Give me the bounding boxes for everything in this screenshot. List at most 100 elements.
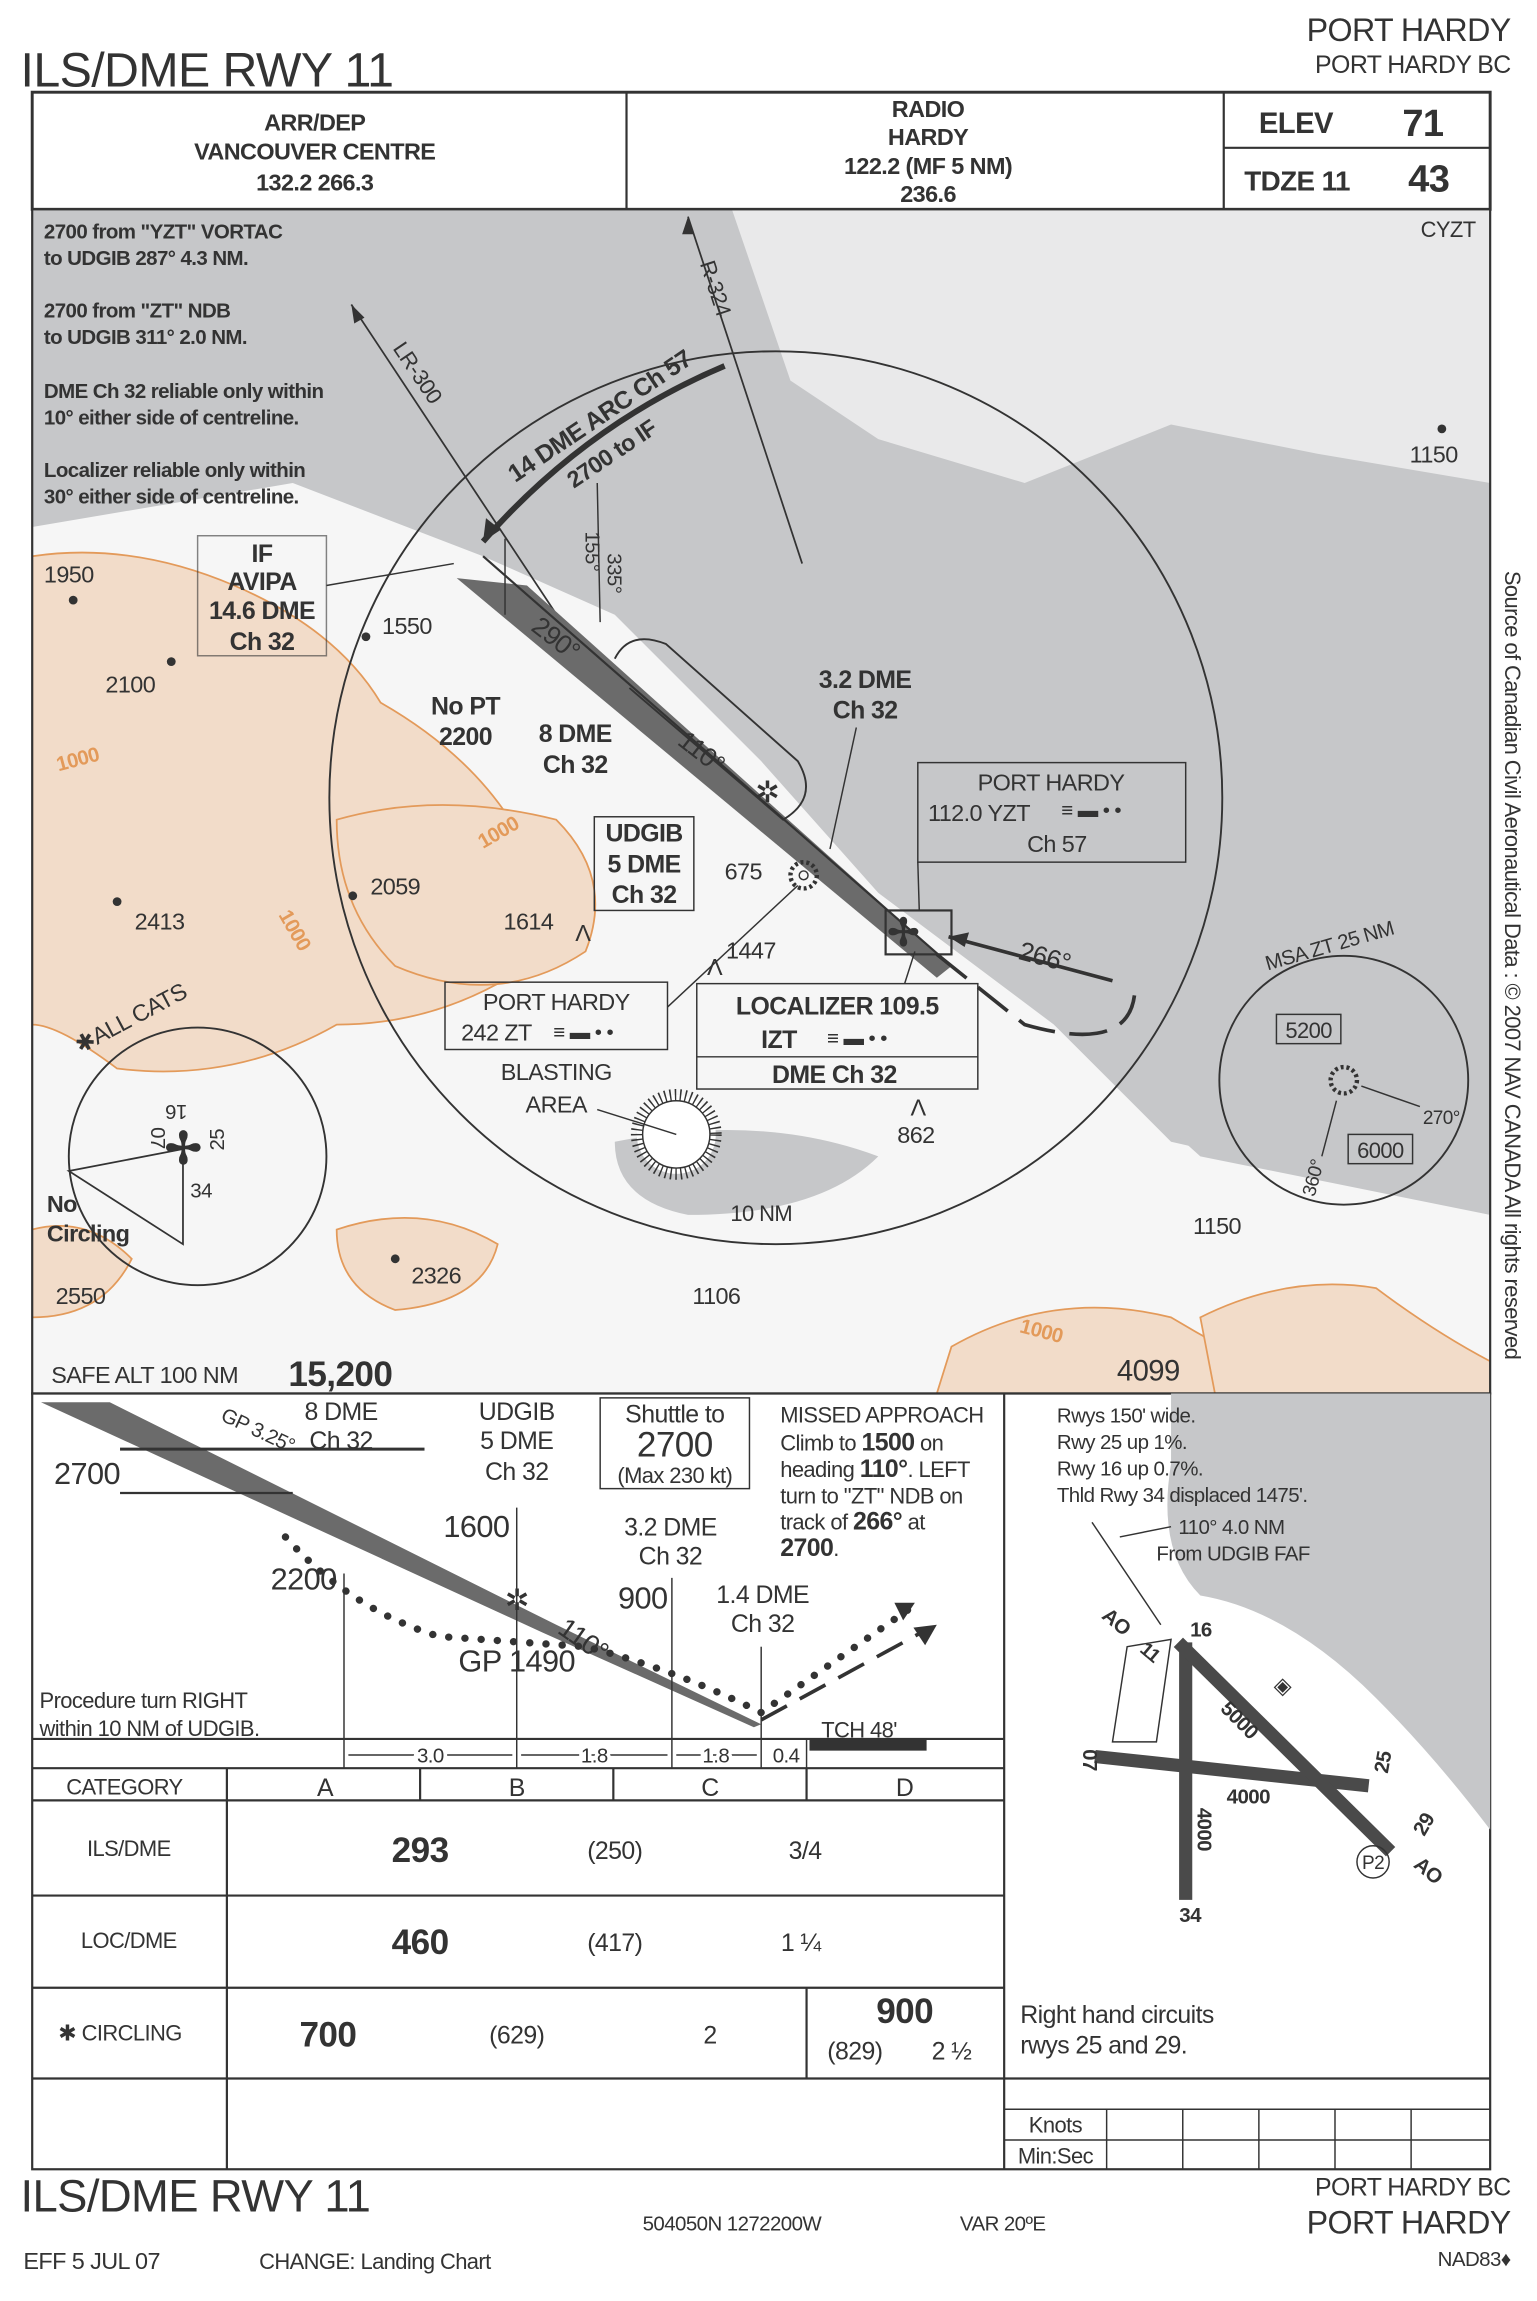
udgib-fix-icon: ✲ [755, 777, 779, 809]
elevation: 862 [897, 1122, 934, 1148]
dme8-label: 8 DME [539, 720, 612, 748]
elevation: 1106 [692, 1283, 740, 1309]
radio-unit: HARDY [888, 124, 969, 150]
alt-900: 900 [618, 1581, 668, 1616]
elevation: 1614 [504, 908, 554, 934]
header-cat-b: B [509, 1774, 525, 1802]
chart-title: ILS/DME RWY 11 [20, 43, 393, 97]
missed-text: on [914, 1431, 943, 1456]
elevation: 1550 [382, 613, 432, 639]
missed-approach-text: MISSED APPROACH Climb to 1500 on heading… [780, 1403, 984, 1562]
msa-bearing: 270° [1423, 1108, 1460, 1129]
if-dme: 14.6 DME [209, 597, 315, 625]
udgib-channel: Ch 32 [612, 881, 677, 909]
rwy-label: 34 [1179, 1904, 1202, 1927]
pt-note: Procedure turn RIGHT [40, 1688, 248, 1713]
ten-nm-label: 10 NM [730, 1201, 792, 1226]
blasting-label: BLASTING [501, 1059, 612, 1085]
aerodrome-note: Rwys 150' wide. [1057, 1405, 1196, 1428]
ndb-freq: 242 ZT [461, 1020, 532, 1046]
vortac-freq: 112.0 YZT [928, 800, 1030, 826]
header-cat-d: D [896, 1774, 913, 1802]
radio-freq-2: 236.6 [900, 181, 956, 207]
circling-rwy: 07 [146, 1127, 169, 1149]
gp-altitude: GP 1490 [458, 1644, 575, 1679]
profile-udgib-dme: 5 DME [480, 1427, 553, 1455]
knots-label: Knots [1029, 2113, 1083, 2138]
elevation: 1447 [726, 938, 776, 964]
approach-lights: AO [1409, 1852, 1447, 1889]
dme32-channel: Ch 32 [833, 697, 898, 725]
elevation: 2100 [105, 671, 155, 697]
minima-table: CATEGORY A B C D ILS/DME 293 (250) 3/4 L… [32, 1768, 1005, 2170]
svg-text:2700.: 2700. [780, 1534, 839, 1562]
profile-udgib-ch: Ch 32 [485, 1458, 548, 1486]
ndb-icon [788, 859, 820, 891]
profile-dme32-ch: Ch 32 [639, 1543, 702, 1571]
safe-alt-value: 15,200 [288, 1355, 392, 1394]
if-channel: Ch 32 [230, 628, 295, 656]
loc-mda: 460 [392, 1923, 449, 1962]
tdze-label: TDZE 11 [1244, 165, 1350, 196]
ils-vis: 3/4 [789, 1837, 823, 1865]
minsec-label: Min:Sec [1018, 2143, 1094, 2168]
circling-rwy: 25 [206, 1129, 229, 1151]
elev-label: ELEV [1259, 108, 1334, 140]
circuits-note: rwys 25 and 29. [1020, 2032, 1187, 2060]
loc-label: LOC/DME [81, 1928, 177, 1953]
distance-label: 1.8 [581, 1744, 608, 1767]
circling-hat: (629) [489, 2021, 544, 2049]
circling-rwy: 34 [190, 1179, 212, 1202]
rwy-label: 16 [1190, 1618, 1212, 1641]
missed-text: . [833, 1536, 839, 1561]
note-line: 30° either side of centreline. [44, 486, 299, 509]
runways [1094, 1637, 1396, 1900]
effective-date: EFF 5 JUL 07 [23, 2248, 160, 2274]
distance-label: 1.8 [702, 1744, 729, 1767]
rwy-label: 29 [1409, 1809, 1440, 1839]
localizer-freq: LOCALIZER 109.5 [736, 992, 939, 1020]
localizer-dme: DME Ch 32 [772, 1061, 897, 1089]
shuttle-speed: (Max 230 kt) [617, 1463, 732, 1488]
ndb-icon [1328, 1064, 1360, 1096]
obstacle-icon: Λ [575, 920, 591, 946]
no-pt-label: No PT [431, 692, 500, 720]
obstacle-icon: Λ [910, 1094, 926, 1120]
approach-course [456, 578, 952, 978]
profile-udgib: UDGIB [479, 1398, 555, 1426]
parking-label: P2 [1362, 1853, 1384, 1874]
parking-icon [1356, 1845, 1390, 1879]
ils-label: ILS/DME [87, 1836, 171, 1861]
circling-d-vis: 2 ½ [932, 2037, 973, 2065]
blasting-area-icon [630, 1089, 722, 1180]
shuttle-box: Shuttle to 2700 (Max 230 kt) [599, 1397, 751, 1490]
msa-alt: 6000 [1357, 1138, 1404, 1163]
svg-text:Climb to 1500 on: Climb to 1500 on [780, 1429, 943, 1457]
airport-symbol-icon: ✢ [165, 1125, 201, 1174]
elevation: 1150 [1193, 1213, 1242, 1239]
faf-note: 110° 4.0 NM [1178, 1516, 1284, 1539]
circuits-note: Right hand circuits [1020, 2001, 1214, 2029]
note-line: 2700 from "YZT" VORTAC [44, 221, 283, 244]
header-cat-a: A [317, 1774, 334, 1802]
udgib-box: UDGIB 5 DME Ch 32 [593, 816, 695, 912]
safe-alt-label: SAFE ALT 100 NM [51, 1362, 238, 1388]
dme8-channel: Ch 32 [543, 751, 608, 779]
missed-title: MISSED APPROACH [780, 1403, 983, 1428]
distance-label: 3.0 [417, 1744, 444, 1767]
udgib-name: UDGIB [605, 820, 682, 848]
comms-box: ARR/DEP VANCOUVER CENTRE 132.2 266.3 RAD… [30, 90, 1492, 211]
alt-2700: 2700 [54, 1456, 120, 1491]
radio-freq: 122.2 (MF 5 NM) [844, 153, 1012, 179]
arrdep-freq: 132.2 266.3 [256, 169, 374, 195]
rwy-length: 4000 [1227, 1785, 1270, 1808]
profile-dme14-ch: Ch 32 [731, 1610, 794, 1638]
header-category: CATEGORY [66, 1775, 183, 1800]
missed-text: turn to "ZT" NDB on [780, 1483, 962, 1508]
circling-rwy: 16 [166, 1100, 188, 1123]
morse-icon: ≡ ▬ • • [553, 1021, 613, 1044]
elevation: 2550 [56, 1283, 106, 1309]
svg-text:heading 110°. LEFT: heading 110°. LEFT [780, 1455, 970, 1483]
missed-heading: 110° [860, 1455, 908, 1483]
